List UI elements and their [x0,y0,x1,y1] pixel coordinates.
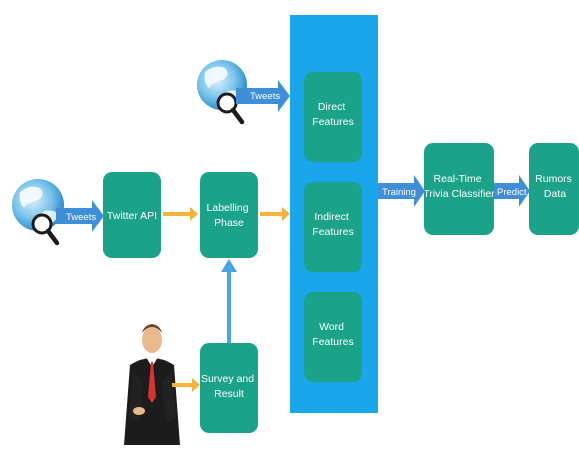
indirect-features-label-line2: Features [312,226,353,238]
tweets-top-label: Tweets [250,91,280,102]
training-label: Training [382,187,416,198]
survey-to-labelling-arrow [221,259,237,343]
svg-text:Word Features: Word Features [312,321,353,348]
labelling-to-features-arrow [260,207,290,221]
survey-result-label-line2: Result [214,388,244,400]
tweets-left-label: Tweets [66,212,96,223]
classifier-label-line1: Real-Time [434,173,482,185]
rumors-data-label-line1: Rumors [535,173,572,185]
businessman-icon [124,324,180,445]
tweets-left-arrow: Tweets [56,200,104,232]
api-to-labelling-arrow [163,207,198,221]
rumors-data-label-line2: Data [544,188,566,200]
svg-text:Real-Time Trivia Classif: Real-Time Trivia Classifier [423,173,495,200]
labelling-phase-label-line2: Phase [214,217,244,229]
word-features-label-line1: Word [319,321,344,333]
tweets-top-arrow: Tweets [236,80,290,112]
twitter-api-label: Twitter API [107,210,157,222]
direct-features-node: Direct Features [304,72,362,162]
classifier-node: Real-Time Trivia Classifier [423,143,495,235]
person-to-survey-arrow [172,378,200,392]
labelling-phase-label-line1: Labelling [207,202,249,214]
word-features-node: Word Features [304,292,362,382]
direct-features-label-line2: Features [312,116,353,128]
globe-search-icon [197,60,247,125]
labelling-phase-node: Labelling Phase [200,172,258,258]
survey-result-label-line1: Survey and [201,373,254,385]
word-features-label-line2: Features [312,336,353,348]
svg-text:Twitter API: Twitter API [107,210,157,222]
predict-label: Predict [497,187,527,198]
indirect-features-node: Indirect Features [304,182,362,272]
svg-text:Direct Features: Direct Features [312,101,353,128]
svg-text:Indirect Features: Indirect Features [312,211,353,238]
direct-features-label-line1: Direct [318,101,346,113]
svg-text:Labelling Phase: Labelling Phase [207,202,252,229]
survey-result-node: Survey and Result [200,343,258,433]
classifier-label-line2: Trivia Classifier [423,188,495,200]
globe-search-icon [12,179,64,246]
training-arrow: Training [378,175,425,207]
svg-text:Rumors Data: Rumors Data [535,173,575,200]
twitter-api-node: Twitter API [103,172,161,258]
svg-text:Survey and Result: Survey and Result [201,373,257,400]
rumors-data-node: Rumors Data [529,143,579,235]
predict-arrow: Predict [494,175,530,207]
indirect-features-label-line1: Indirect [314,211,349,223]
